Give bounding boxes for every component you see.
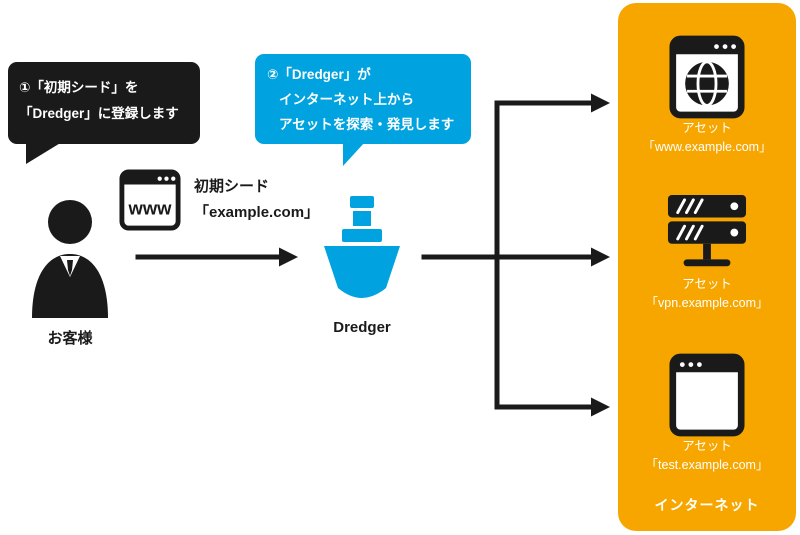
step2-bubble-line1: ②「Dredger」が	[267, 67, 371, 82]
step2-bubble-tail	[343, 142, 365, 166]
customer-person-icon	[32, 200, 108, 318]
step1-bubble-tail	[26, 142, 62, 164]
step1-bubble-line1: ①「初期シード」を	[19, 80, 139, 95]
dredger-ship-icon	[324, 196, 400, 298]
asset-test: アセット 「test.example.com」	[618, 353, 796, 475]
asset-vpn-name: アセット	[682, 277, 732, 291]
server-icon	[667, 195, 747, 267]
step2-bubble-line2: インターネット上から	[279, 92, 414, 107]
asset-vpn-domain: 「vpn.example.com」	[645, 296, 769, 310]
seed-label: 初期シード 「example.com」	[194, 174, 319, 226]
seed-label-line1: 初期シード	[194, 178, 270, 195]
arrowhead-customer-to-dredger	[279, 247, 298, 267]
arrowhead-middle	[591, 247, 610, 267]
asset-www-name: アセット	[682, 121, 732, 135]
asset-vpn: アセット 「vpn.example.com」	[618, 195, 796, 313]
seed-label-line2: 「example.com」	[194, 204, 320, 221]
step2-bubble-line3: アセットを探索・発見します	[279, 117, 455, 132]
globe-browser-icon	[669, 35, 745, 119]
asset-test-domain: 「test.example.com」	[645, 458, 769, 472]
step2-bubble: ②「Dredger」が インターネット上から アセットを探索・発見します	[255, 54, 471, 166]
arrowhead-top	[591, 93, 610, 113]
step1-bubble: ①「初期シード」を 「Dredger」に登録します	[8, 62, 200, 164]
asset-www-domain: 「www.example.com」	[642, 140, 772, 154]
customer-label: お客様	[47, 330, 93, 347]
seed-browser-text: www	[128, 198, 173, 219]
seed-browser-icon: www	[119, 169, 181, 231]
asset-www: アセット 「www.example.com」	[618, 35, 796, 157]
arrowhead-bottom	[591, 397, 610, 417]
browser-window-icon	[669, 353, 745, 437]
step1-bubble-line2: 「Dredger」に登録します	[19, 106, 179, 121]
dredger-label: Dredger	[333, 319, 391, 336]
internet-panel: アセット 「www.example.com」 アセット 「vpn.example…	[618, 3, 796, 531]
internet-panel-title: インターネット	[654, 497, 760, 513]
asset-test-name: アセット	[682, 439, 732, 453]
